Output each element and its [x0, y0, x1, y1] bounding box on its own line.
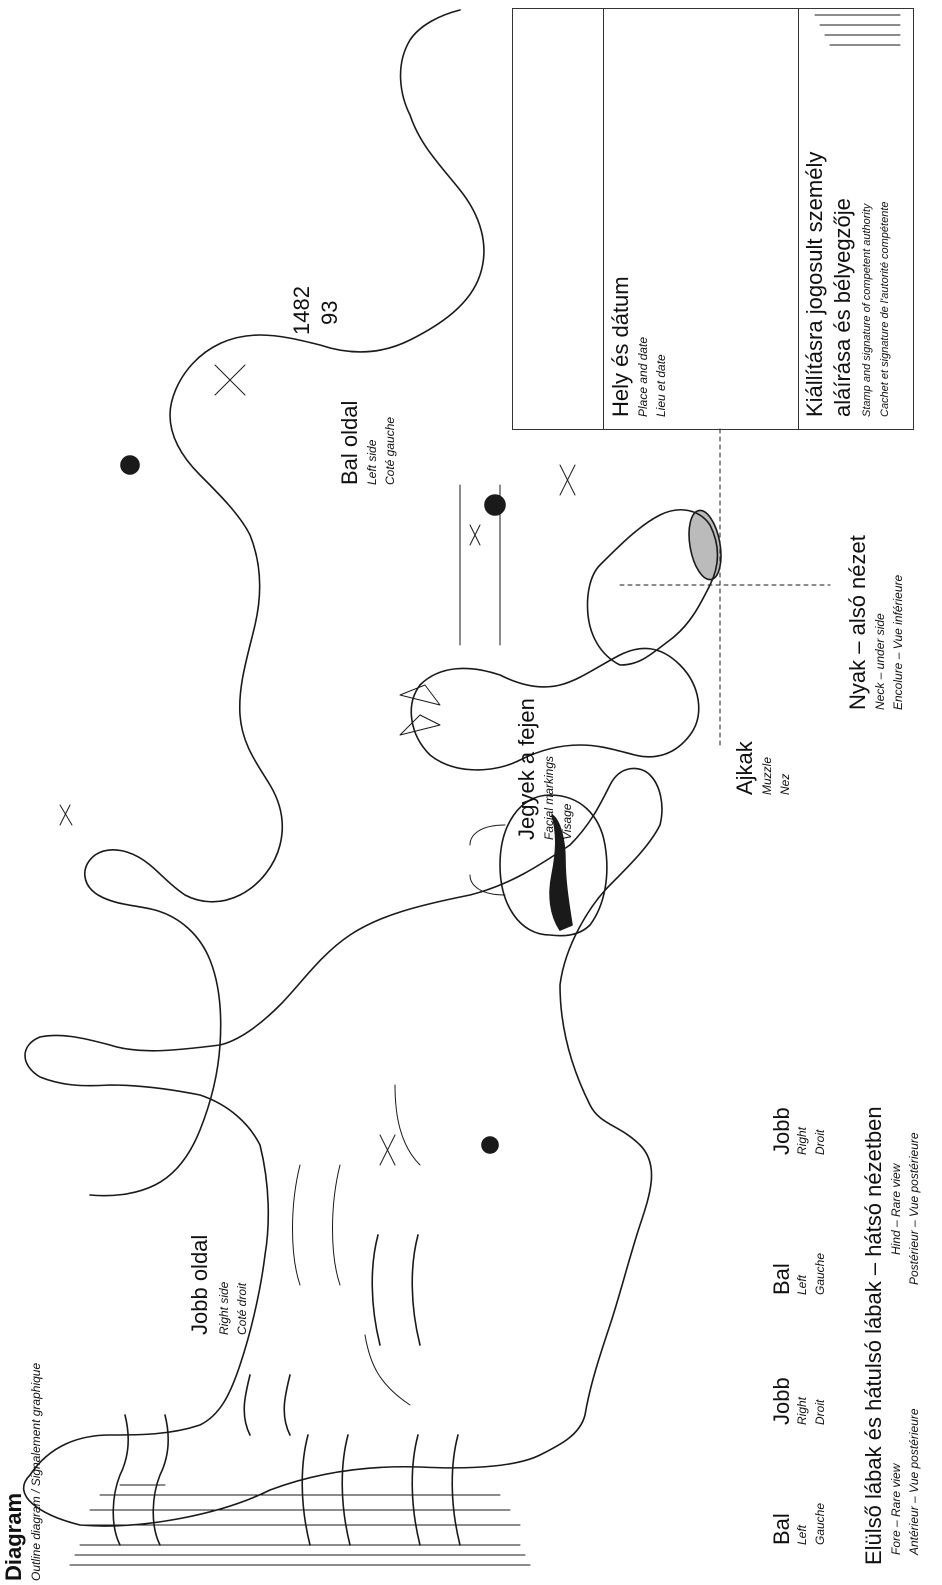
- place-date-line: [603, 9, 604, 429]
- leg-fore-left-fr: Gauche: [814, 1503, 827, 1545]
- right-side-en: Right side: [218, 1282, 231, 1335]
- leg-hind-left-en: Left: [796, 1275, 809, 1295]
- diagram-subtitle: Outline diagram / Signalement graphique: [30, 1363, 43, 1581]
- face-label: Jegyek a fejen: [515, 698, 539, 840]
- leg-fore-right-label: Jobb: [770, 1377, 794, 1425]
- stamp-label-2: aláírása és bélyegzője: [831, 198, 855, 417]
- leg-fore-left-en: Left: [796, 1525, 809, 1545]
- left-side-mark-sub: 93: [318, 301, 342, 325]
- leg-hind-left-label: Bal: [770, 1263, 794, 1295]
- face-en: Facial markings: [543, 756, 556, 840]
- left-side-label: Bal oldal: [338, 401, 362, 485]
- stamp-en: Stamp and signature of competent authori…: [861, 204, 873, 417]
- right-side-fr: Coté droit: [236, 1283, 249, 1335]
- legs-caption-hind-en: Hind – Rare view: [890, 1164, 903, 1255]
- right-side-label: Jobb oldal: [188, 1235, 212, 1335]
- leg-hind-right-fr: Droit: [814, 1130, 827, 1155]
- stamp-fr: Cachet et signature de l'autorité compét…: [879, 201, 891, 417]
- authority-box: Hely és dátum Place and date Lieu et dat…: [512, 8, 914, 430]
- leg-hind-right-label: Jobb: [770, 1107, 794, 1155]
- muzzle-en: Muzzle: [761, 757, 774, 795]
- face-drawing: [400, 425, 830, 770]
- stamp-label-1: Kiállításra jogosult személy: [803, 152, 827, 417]
- neck-fr: Encolure – Vue inférieure: [892, 575, 905, 710]
- leg-fore-right-en: Right: [796, 1397, 809, 1425]
- left-side-fr: Coté gauche: [384, 417, 397, 485]
- muzzle-label: Ajkak: [733, 741, 757, 795]
- legs-caption-fore-fr: Antérieur – Vue postérieure: [908, 1408, 921, 1555]
- signature-line: [798, 9, 799, 429]
- leg-fore-left-label: Bal: [770, 1513, 794, 1545]
- place-date-fr: Lieu et date: [655, 354, 668, 417]
- leg-hind-left-fr: Gauche: [814, 1253, 827, 1295]
- legs-caption-fore-en: Fore – Rare view: [890, 1464, 903, 1555]
- place-date-label: Hely és dátum: [609, 276, 633, 417]
- muzzle-fr: Nez: [779, 774, 792, 795]
- neck-en: Neck – under side: [874, 613, 887, 710]
- face-fr: Visage: [561, 804, 574, 840]
- neck-label: Nyak – alsó nézet: [846, 535, 870, 710]
- left-side-en: Left side: [366, 440, 379, 485]
- legs-caption: Elülső lábak és hátulsó lábak – hátsó né…: [862, 1106, 886, 1565]
- leg-hind-right-en: Right: [796, 1127, 809, 1155]
- leg-fore-right-fr: Droit: [814, 1400, 827, 1425]
- left-side-mark-number: 1482: [290, 286, 314, 335]
- diagram-title: Diagram: [2, 1493, 26, 1581]
- place-date-en: Place and date: [637, 337, 650, 417]
- legs-caption-hind-fr: Postérieur – Vue postérieure: [908, 1132, 921, 1285]
